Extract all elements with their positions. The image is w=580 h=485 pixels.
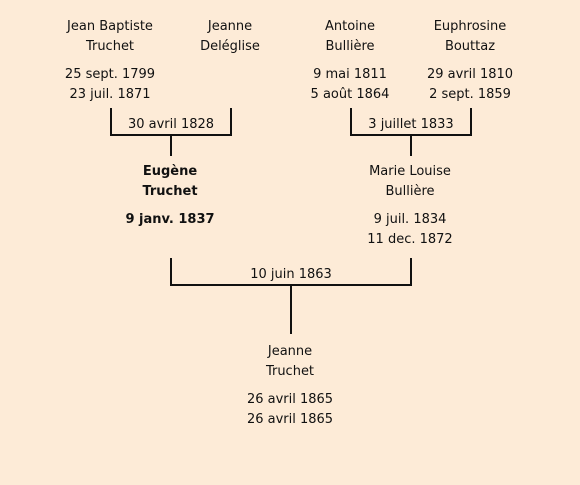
person-marie-louise-bulliere: Marie Louise Bullière 9 juil. 1834 11 de… — [340, 162, 480, 250]
birth-date: 9 juil. 1834 — [373, 212, 447, 227]
person-dates: 29 avril 1810 2 sept. 1859 — [400, 65, 540, 105]
bracket-bar — [110, 134, 232, 136]
person-surname: Truchet — [142, 184, 198, 199]
marriage-date: 10 juin 1863 — [250, 267, 332, 282]
person-name: Antoine — [324, 19, 376, 34]
person-dates: 25 sept. 1799 23 juil. 1871 — [40, 65, 180, 105]
person-name: Marie Louise — [369, 164, 451, 179]
person-dates: 9 mai 1811 5 août 1864 — [280, 65, 420, 105]
birth-date: 9 mai 1811 — [313, 67, 387, 82]
person-jeanne-deleglise: Jeanne Deléglise — [160, 17, 300, 57]
person-euphrosine-bouttaz: Euphrosine Bouttaz 29 avril 1810 2 sept.… — [400, 17, 540, 105]
bracket-left-leg — [110, 108, 112, 136]
person-dates: 26 avril 1865 26 avril 1865 — [220, 390, 360, 430]
person-name: Euphrosine — [433, 19, 507, 34]
birth-date: 29 avril 1810 — [426, 67, 514, 82]
birth-date: 9 janv. 1837 — [125, 212, 215, 227]
bracket-left-leg — [170, 258, 172, 286]
person-name: Jeanne — [207, 19, 253, 34]
person-jean-baptiste-truchet: Jean Baptiste Truchet 25 sept. 1799 23 j… — [40, 17, 180, 105]
bracket-left-leg — [350, 108, 352, 136]
descent-line — [410, 136, 412, 156]
death-date: 11 dec. 1872 — [367, 232, 453, 247]
person-dates: 9 janv. 1837 — [100, 210, 240, 230]
bracket-right-leg — [410, 258, 412, 286]
birth-date: 26 avril 1865 — [246, 392, 334, 407]
person-jeanne-truchet: Jeanne Truchet 26 avril 1865 26 avril 18… — [220, 342, 360, 430]
descent-line — [170, 136, 172, 156]
person-surname: Deléglise — [200, 39, 260, 54]
person-name: Eugène — [142, 164, 198, 179]
person-surname: Bullière — [325, 39, 375, 54]
marriage-date: 30 avril 1828 — [127, 117, 215, 132]
person-surname: Bouttaz — [444, 39, 496, 54]
person-surname: Truchet — [85, 39, 135, 54]
person-surname: Bullière — [385, 184, 435, 199]
birth-date: 25 sept. 1799 — [64, 67, 156, 82]
person-name: Jean Baptiste — [67, 19, 153, 34]
bracket-right-leg — [470, 108, 472, 136]
death-date: 26 avril 1865 — [246, 412, 334, 427]
person-surname: Truchet — [265, 364, 315, 379]
death-date: 5 août 1864 — [310, 87, 390, 102]
bracket-bar — [170, 284, 412, 286]
death-date: 23 juil. 1871 — [69, 87, 151, 102]
bracket-bar — [350, 134, 472, 136]
bracket-right-leg — [230, 108, 232, 136]
descent-line — [290, 286, 292, 334]
death-date: 2 sept. 1859 — [429, 87, 511, 102]
marriage-date: 3 juillet 1833 — [368, 117, 454, 132]
person-antoine-bulliere: Antoine Bullière 9 mai 1811 5 août 1864 — [280, 17, 420, 105]
person-dates: 9 juil. 1834 11 dec. 1872 — [340, 210, 480, 250]
person-eugene-truchet: Eugène Truchet 9 janv. 1837 — [100, 162, 240, 230]
person-name: Jeanne — [267, 344, 313, 359]
